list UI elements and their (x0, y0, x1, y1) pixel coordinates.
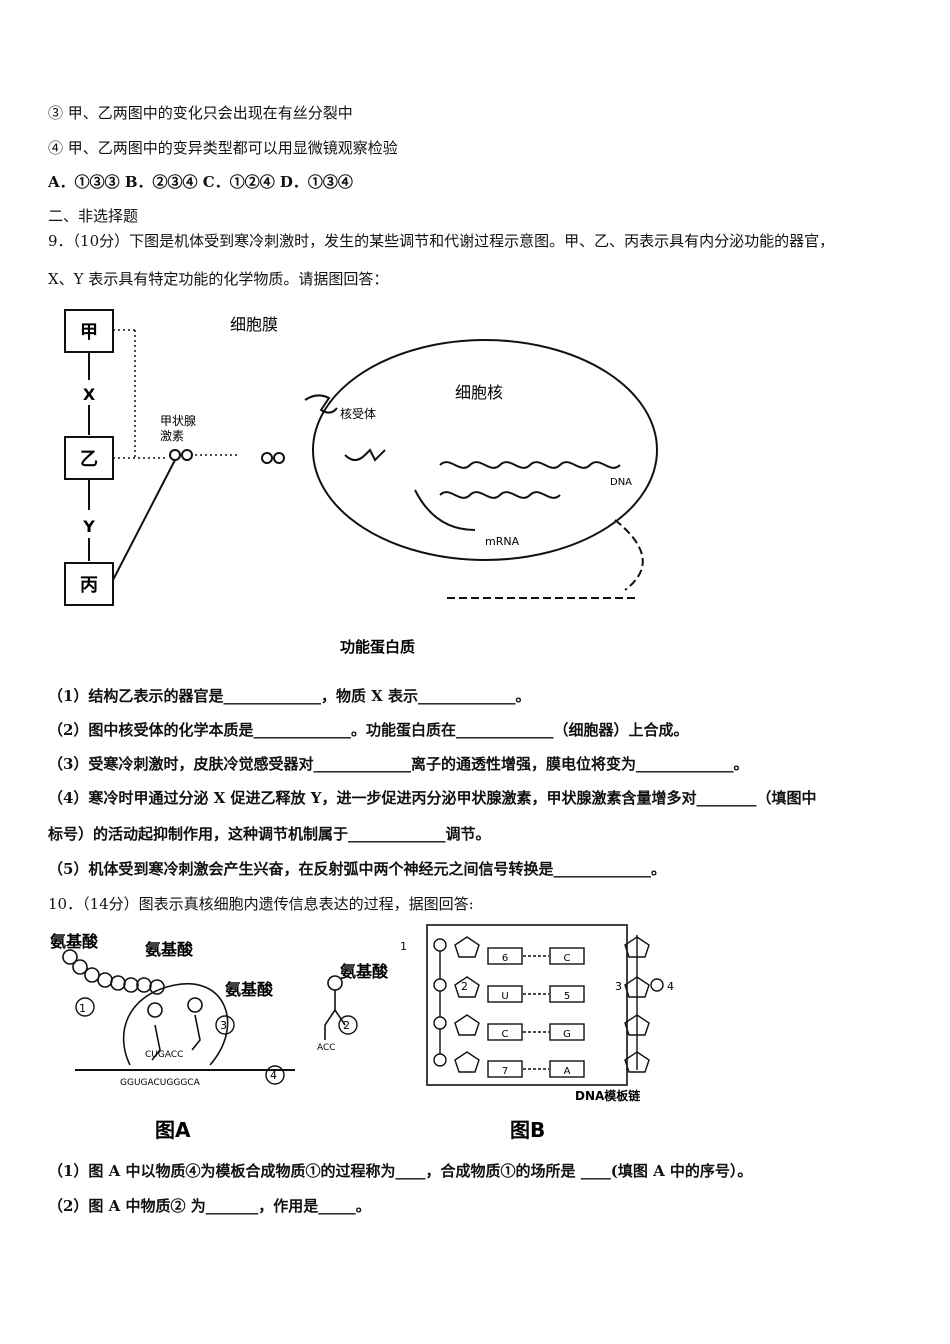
right-base-2: 5 (564, 991, 570, 1002)
label-b3: 3 (615, 980, 622, 993)
question-9-part-2: （2）图中核受体的化学本质是_____________。功能蛋白质在______… (48, 721, 689, 739)
label-aa-2: 氨基酸 (145, 940, 194, 959)
caption-b: 图B (510, 1118, 545, 1142)
question-9-stem-2: X、Y 表示具有特定功能的化学物质。请据图回答： (48, 270, 389, 288)
question-9-part-5: （5）机体受到寒冷刺激会产生兴奋，在反射弧中两个神经元之间信号转换是______… (48, 860, 666, 878)
section-heading: 二、非选择题 (48, 207, 139, 225)
label-codon: CUGACC (145, 1050, 183, 1060)
left-base-2: U (501, 991, 508, 1002)
figure-a-translation: 氨基酸 氨基酸 氨基酸 氨基酸 1 3 2 4 CUGACC GGUGACUGG… (50, 932, 389, 1142)
label-aa-3: 氨基酸 (225, 980, 274, 999)
option-3: ③ 甲、乙两图中的变化只会出现在有丝分裂中 (48, 104, 353, 122)
question-10-part-1: （1）图 A 中以物质④为模板合成物质①的过程称为____，合成物质①的场所是 … (48, 1162, 753, 1180)
left-base-3: C (502, 1029, 509, 1040)
question-10-part-2: （2）图 A 中物质② 为_______，作用是_____。 (48, 1197, 371, 1215)
question-9-part-1: （1）结构乙表示的器官是_____________，物质 X 表示_______… (48, 687, 531, 705)
left-base-1: 6 (502, 953, 508, 964)
label-n3: 3 (220, 1019, 227, 1032)
question-9-stem-1: 9．（10分）下图是机体受到寒冷刺激时，发生的某些调节和代谢过程示意图。甲、乙、… (48, 232, 835, 250)
answer-choices: A．①③③ B．②③④ C．①②④ D．①③④ (48, 173, 353, 191)
label-acc: ACC (317, 1043, 336, 1053)
label-n4: 4 (270, 1069, 277, 1082)
label-b4: 4 (667, 980, 674, 993)
label-receptor: 核受体 (340, 407, 376, 421)
question-9-part-4a: （4）寒冷时甲通过分泌 X 促进乙释放 Y，进一步促进丙分泌甲状腺激素，甲状腺激… (48, 789, 817, 807)
label-hormone-2: 激素 (160, 429, 184, 443)
left-base-4: 7 (502, 1066, 508, 1077)
question-9-part-4b: 标号）的活动起抑制作用，这种调节机制属于_____________调节。 (48, 825, 491, 843)
label-protein: 功能蛋白质 (340, 638, 415, 656)
label-dna: DNA (610, 477, 632, 488)
label-jia: 甲 (80, 322, 98, 343)
right-base-4: A (564, 1066, 571, 1077)
caption-a: 图A (155, 1118, 191, 1142)
label-nucleus: 细胞核 (455, 383, 503, 402)
label-b1: 1 (400, 940, 407, 953)
label-mrna-seq: GGUGACUGGGCA (120, 1078, 201, 1088)
label-aa-1: 氨基酸 (50, 932, 99, 951)
label-aa-4: 氨基酸 (340, 962, 389, 981)
label-n1: 1 (79, 1002, 86, 1015)
label-hormone-1: 甲状腺 (160, 414, 196, 428)
option-4: ④ 甲、乙两图中的变异类型都可以用显微镜观察检验 (48, 139, 398, 157)
box-bing (64, 562, 114, 606)
label-bing: 丙 (80, 575, 98, 596)
label-template: DNA模板链 (575, 1088, 641, 1103)
label-x: X (83, 385, 96, 404)
right-base-3: G (563, 1029, 571, 1040)
label-membrane: 细胞膜 (230, 315, 278, 334)
label-y: Y (82, 517, 95, 536)
label-mrna: mRNA (485, 535, 520, 548)
question-9-part-3: （3）受寒冷刺激时，皮肤冷觉感受器对_____________离子的通透性增强，… (48, 755, 749, 773)
label-n2: 2 (343, 1019, 350, 1032)
figure-thyroid-regulation: 甲 乙 丙 X Y 细胞膜 细胞核 甲状腺 激素 核受体 DNA mRNA 功能… (64, 309, 658, 656)
question-10-stem: 10．（14分）图表示真核细胞内遗传信息表达的过程，据图回答: (48, 895, 474, 913)
figure-b-dna: 6 U C 7 C 5 G A 1 2 3 4 DNA模板链 图B (400, 924, 674, 1142)
label-b2: 2 (461, 980, 468, 993)
right-base-1: C (564, 953, 571, 964)
label-yi: 乙 (80, 449, 98, 470)
